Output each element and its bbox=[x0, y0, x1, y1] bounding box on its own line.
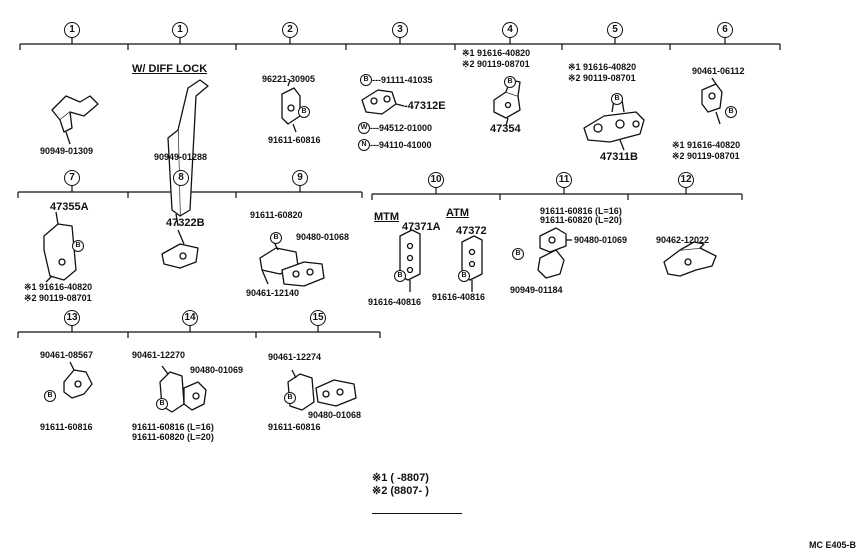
part-label: 90461-06112 bbox=[692, 66, 745, 76]
part-label: 91611-60816 bbox=[40, 422, 93, 432]
bolt-symbol: B bbox=[360, 74, 372, 86]
part-note: ※2 90119-08701 bbox=[672, 151, 740, 161]
part-label: 90461-08567 bbox=[40, 350, 94, 360]
part-label: ---94110-41000 bbox=[370, 140, 432, 150]
part-label: 91611-60820 bbox=[250, 210, 303, 220]
bolt-symbol: B bbox=[44, 390, 56, 402]
group-number: 14 bbox=[182, 310, 198, 326]
part-note: ※1 91616-40820 bbox=[24, 282, 93, 292]
bolt-symbol: B bbox=[156, 398, 168, 410]
part-label: 90461-12140 bbox=[246, 288, 300, 298]
part-label: 47355A bbox=[50, 201, 89, 213]
bolt-symbol: B bbox=[72, 240, 84, 252]
diagram-code: MC E405-B bbox=[808, 540, 856, 550]
legend-row: ※2 (8807- ) bbox=[372, 485, 429, 497]
part-note: ※1 91616-40820 bbox=[568, 62, 637, 72]
group-number: 3 bbox=[392, 22, 408, 38]
bolt-symbol: B bbox=[394, 270, 406, 282]
group-number: 5 bbox=[607, 22, 623, 38]
bolt-symbol: B bbox=[725, 106, 737, 118]
group-number: 2 bbox=[282, 22, 298, 38]
group-number: 6 bbox=[717, 22, 733, 38]
diff-lock-heading: W/ DIFF LOCK bbox=[132, 63, 208, 75]
part-label: 90480-01069 bbox=[574, 235, 628, 245]
bolt-symbol: B bbox=[270, 232, 282, 244]
part-label: 91611-60816 bbox=[268, 135, 321, 145]
part-label: 47311B bbox=[600, 151, 638, 163]
bolt-symbol: B bbox=[611, 93, 623, 105]
washer-symbol: W bbox=[358, 122, 370, 134]
group-number: 15 bbox=[310, 310, 326, 326]
part-label: 47322B bbox=[166, 217, 205, 229]
part-label: ---91111-41035 bbox=[372, 75, 433, 85]
bolt-symbol: B bbox=[284, 392, 296, 404]
group-number: 12 bbox=[678, 172, 694, 188]
nut-symbol: N bbox=[358, 139, 370, 151]
part-label: 47371A bbox=[402, 221, 441, 233]
part-label: 90480-01068 bbox=[296, 232, 350, 242]
part-label: 90480-01069 bbox=[190, 365, 244, 375]
part-note: ※2 90119-08701 bbox=[24, 293, 92, 303]
legend-row: ※1 ( -8807) bbox=[372, 472, 429, 484]
atm-heading: ATM bbox=[446, 207, 470, 219]
part-note: 91611-60816 (L=16) bbox=[132, 422, 214, 432]
part-label: 90949-01309 bbox=[40, 146, 94, 156]
part-label: 91616-40816 bbox=[368, 297, 422, 307]
part-note: 91611-60816 (L=16) bbox=[540, 206, 622, 216]
part-note: ※1 91616-40820 bbox=[672, 140, 741, 150]
group-number: 10 bbox=[428, 172, 444, 188]
group-number: 13 bbox=[64, 310, 80, 326]
part-note: 91611-60820 (L=20) bbox=[132, 432, 214, 442]
bolt-symbol: B bbox=[298, 106, 310, 118]
group-number: 9 bbox=[292, 170, 308, 186]
group-number: 7 bbox=[64, 170, 80, 186]
bolt-symbol: B bbox=[504, 76, 516, 88]
part-label: 90461-12270 bbox=[132, 350, 186, 360]
group-number: 1 bbox=[172, 22, 188, 38]
part-note: 91611-60820 (L=20) bbox=[540, 215, 622, 225]
bolt-symbol: B bbox=[458, 270, 470, 282]
part-note: ※2 90119-08701 bbox=[462, 59, 530, 69]
part-label: 90949-01288 bbox=[154, 152, 208, 162]
group-number: 11 bbox=[556, 172, 572, 188]
part-label: -47312E bbox=[404, 100, 446, 112]
part-label: 47372 bbox=[456, 225, 487, 237]
legend-underline bbox=[372, 513, 462, 514]
mtm-heading: MTM bbox=[374, 211, 400, 223]
part-label: 47354 bbox=[490, 123, 521, 135]
group-number: 8 bbox=[173, 170, 189, 186]
part-label: 96221-30905 bbox=[262, 74, 316, 84]
part-label: 90949-01184 bbox=[510, 285, 563, 295]
part-note: ※1 91616-40820 bbox=[462, 48, 531, 58]
group-number: 1 bbox=[64, 22, 80, 38]
group-number: 4 bbox=[502, 22, 518, 38]
bolt-symbol: B bbox=[512, 248, 524, 260]
part-note: ※2 90119-08701 bbox=[568, 73, 636, 83]
part-label: 90461-12274 bbox=[268, 352, 322, 362]
part-label: 90480-01068 bbox=[308, 410, 362, 420]
part-label: 90462-12022 bbox=[656, 235, 710, 245]
part-label: 91616-40816 bbox=[432, 292, 486, 302]
part-label: ---94512-01000 bbox=[370, 123, 433, 133]
part-label: 91611-60816 bbox=[268, 422, 321, 432]
